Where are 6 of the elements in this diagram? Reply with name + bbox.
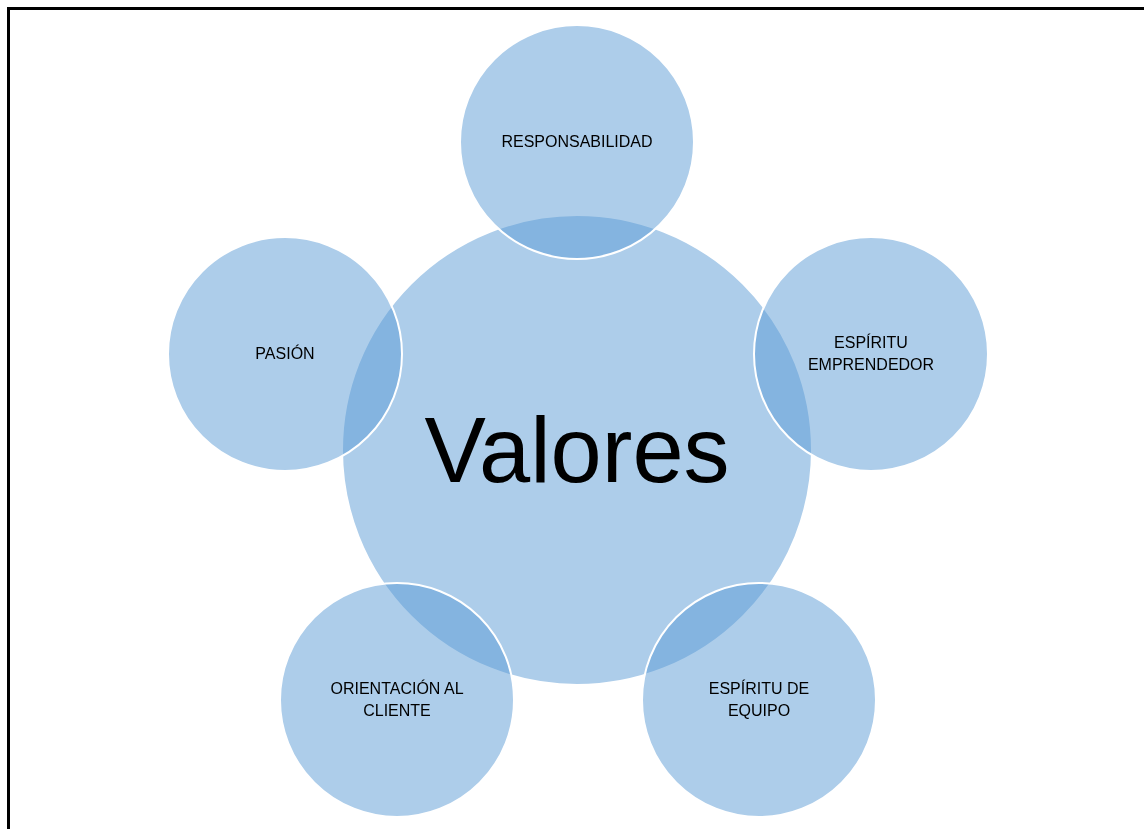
node-label: ESPÍRITU EMPRENDEDOR [806,332,936,375]
node-label: PASIÓN [255,343,315,364]
node-label: ORIENTACIÓN AL CLIENTE [329,678,465,721]
center-title: Valores [424,400,730,500]
node-label: RESPONSABILIDAD [501,132,653,152]
node-label: ESPÍRITU DE EQUIPO [707,678,811,721]
